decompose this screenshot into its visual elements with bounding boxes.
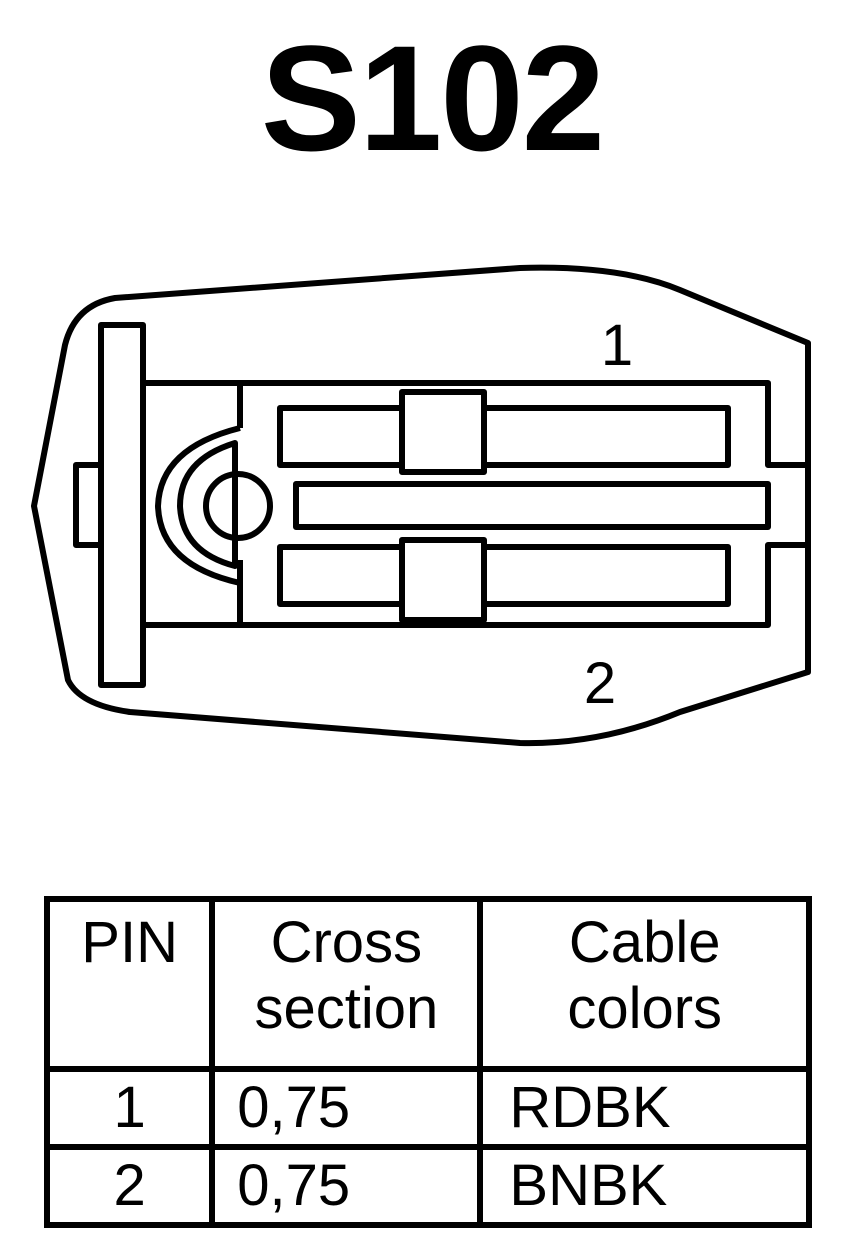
terminal-slot-center	[293, 481, 771, 530]
guide-outer-arc	[155, 425, 241, 586]
locking-latch	[98, 322, 146, 688]
header-cross-line-1: Cross	[270, 910, 423, 975]
header-cable-line-1: Cable	[568, 910, 721, 975]
cell-cable-colors: BNBK	[477, 1144, 812, 1228]
header-pin-text: PIN	[81, 910, 178, 975]
cell-pin: 1	[43, 1066, 216, 1150]
cell-pin: 2	[43, 1144, 216, 1228]
terminal-slot-2	[277, 544, 731, 607]
connector-drawing: 1 2	[31, 264, 811, 747]
header-cable-colors: Cable colors	[477, 896, 812, 1072]
pin-label-1: 1	[601, 313, 633, 378]
cell-cross-section: 0,75	[209, 1144, 484, 1228]
contact-2	[399, 537, 487, 623]
latch-tab	[73, 462, 101, 548]
inner-frame	[143, 380, 808, 628]
coding-hole	[203, 471, 273, 541]
table-row: 2 0,75 BNBK	[43, 1144, 812, 1228]
cell-cable-colors: RDBK	[477, 1066, 812, 1150]
table-header-row: PIN Cross section Cable colors	[43, 896, 812, 1072]
guide-inner-arc	[177, 440, 238, 569]
header-pin: PIN	[43, 896, 216, 1072]
terminal-slot-1	[277, 405, 731, 468]
header-cable-line-2: colors	[567, 976, 723, 1041]
pin-label-2: 2	[584, 651, 616, 716]
header-cross-section: Cross section	[209, 896, 484, 1072]
connector-title: S102	[260, 14, 605, 182]
table-row: 1 0,75 RDBK	[43, 1066, 812, 1150]
header-cross-line-2: section	[254, 976, 439, 1041]
contact-1	[399, 389, 487, 475]
pin-assignment-table: PIN Cross section Cable colors 1 0,75 RD…	[43, 896, 812, 1228]
cell-cross-section: 0,75	[209, 1066, 484, 1150]
connector-housing-outline	[31, 264, 811, 747]
